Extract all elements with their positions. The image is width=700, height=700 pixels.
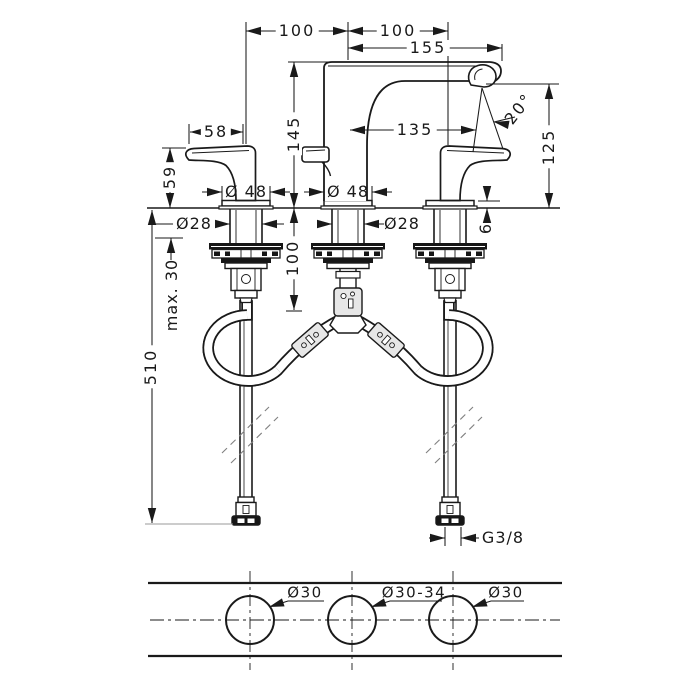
dim-outlet-height-label: 125 bbox=[539, 125, 558, 169]
aerator bbox=[467, 64, 497, 88]
hose-ferrule-right bbox=[367, 322, 405, 358]
dim-spout-height-label: 145 bbox=[284, 112, 303, 156]
dim-escutcheon-height-label: 6 bbox=[476, 221, 495, 235]
supply-pipes bbox=[239, 300, 457, 497]
dim-spread-left-label: 100 bbox=[275, 23, 319, 39]
spray-angle-lines bbox=[472, 87, 504, 153]
plan-view bbox=[148, 571, 562, 670]
dim-handle-width-label: 58 bbox=[200, 124, 232, 140]
dim-shank-dia-left-label: Ø28 bbox=[173, 216, 215, 232]
dim-supply-pipe-length-label: 510 bbox=[141, 345, 160, 389]
dim-escutcheon-dia-center-label: Ø 48 bbox=[326, 182, 370, 201]
plan-vertical-centerlines bbox=[249, 571, 454, 670]
dim-handle-height-label: 59 bbox=[160, 161, 179, 193]
drill-hole-left bbox=[225, 595, 275, 645]
center-spout-underdeck bbox=[310, 207, 386, 317]
drill-hole-center bbox=[327, 595, 377, 645]
supply-fittings bbox=[231, 496, 465, 526]
left-supply-fitting bbox=[231, 496, 261, 526]
dim-spout-reach-label: 135 bbox=[393, 122, 437, 138]
dim-spout-reach-total-label: 155 bbox=[406, 40, 450, 56]
dimension-arrowheads bbox=[147, 26, 554, 543]
drill-hole-right bbox=[428, 595, 478, 645]
plan-leader-arrowheads bbox=[269, 598, 488, 607]
hose-ferrule-left bbox=[291, 322, 329, 358]
plan-hole-dia-left-label: Ø30 bbox=[287, 583, 323, 602]
plan-hole-dia-center-label: Ø30-34 bbox=[381, 583, 447, 602]
dim-spread-right-label: 100 bbox=[376, 23, 420, 39]
dim-escutcheon-dia-left-label: Ø 48 bbox=[224, 182, 268, 201]
pipe-break-marks bbox=[221, 406, 483, 464]
plan-hole-dia-right-label: Ø30 bbox=[488, 583, 524, 602]
spout bbox=[323, 61, 502, 201]
dim-below-deck-clearance-label: 100 bbox=[283, 236, 302, 280]
dim-shank-dia-center-label: Ø28 bbox=[384, 214, 420, 233]
spout-lever bbox=[301, 146, 332, 177]
dim-supply-connection-label: G3/8 bbox=[481, 528, 525, 547]
right-shutoff-handle bbox=[439, 145, 512, 202]
right-escutcheon bbox=[422, 199, 478, 210]
left-escutcheon bbox=[218, 199, 274, 210]
dim-max-counter-thickness-label: max. 30 bbox=[162, 258, 181, 332]
right-supply-fitting bbox=[435, 496, 465, 526]
center-escutcheon bbox=[320, 199, 376, 210]
